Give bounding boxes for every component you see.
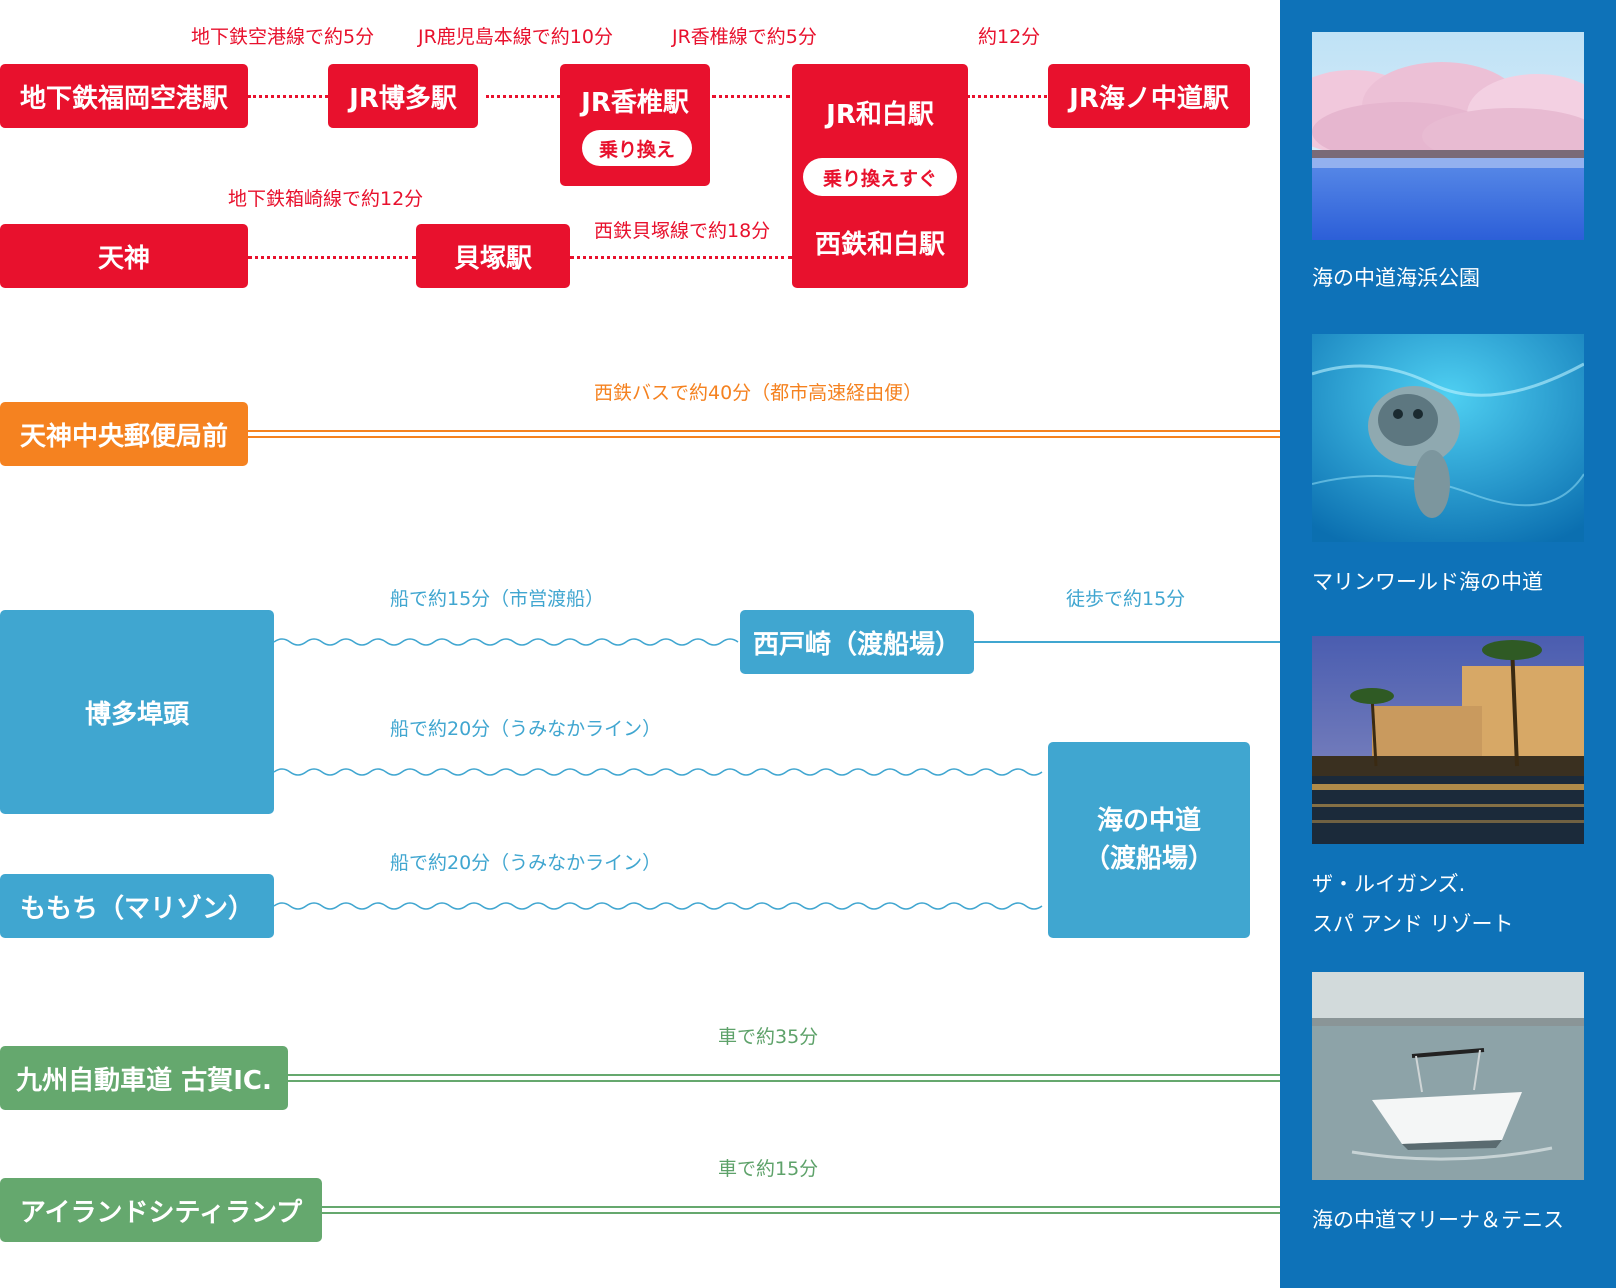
- route-label-walk: 徒歩で約15分: [1066, 588, 1186, 610]
- connector-dotted: [248, 256, 416, 259]
- route-label-airport-line: 地下鉄空港線で約5分: [191, 26, 375, 48]
- destination-sidebar: 海の中道海浜公園 マリンワールド海の中道: [1280, 0, 1616, 1288]
- photo-seaside-park: [1312, 32, 1584, 240]
- transfer-badge: 乗り換え: [582, 130, 692, 166]
- connector-dotted: [967, 95, 1047, 98]
- terminal-uminonakamichi-line1: 海の中道: [1096, 806, 1201, 836]
- route-label-kaizuka-line: 西鉄貝塚線で約18分: [594, 220, 771, 242]
- terminal-saitozaki: 西戸崎（渡船場）: [740, 610, 974, 674]
- station-jr-wajiro: JR和白駅: [826, 99, 934, 130]
- station-tenjin-post-office: 天神中央郵便局前: [0, 402, 248, 466]
- caption-marine-world: マリンワールド海の中道: [1312, 570, 1543, 594]
- connector-wave: [274, 902, 1043, 910]
- photo-marina: [1312, 972, 1584, 1180]
- route-label-kashii-line: JR香椎線で約5分: [672, 26, 817, 48]
- station-kashii-label: JR香椎駅: [581, 88, 689, 118]
- route-label-car-koga: 車で約35分: [718, 1026, 819, 1048]
- station-island-city: アイランドシティランプ: [0, 1178, 322, 1242]
- photo-marine-world: [1312, 334, 1584, 542]
- caption-seaside-park: 海の中道海浜公園: [1312, 266, 1480, 290]
- terminal-uminonakamichi: 海の中道 （渡船場）: [1048, 742, 1250, 938]
- terminal-momochi: ももち（マリゾン）: [0, 874, 274, 938]
- station-hakata: JR博多駅: [328, 64, 478, 128]
- station-nishitetsu-wajiro: 西鉄和白駅: [814, 229, 945, 260]
- transfer-badge: 乗り換えすぐ: [803, 158, 957, 196]
- route-label-umi-line: 船で約20分（うみなかライン）: [390, 718, 662, 740]
- connector-line: [974, 641, 1280, 643]
- connector-dotted: [712, 95, 790, 98]
- route-label-car-island: 車で約15分: [718, 1158, 819, 1180]
- connector-wave: [274, 768, 1043, 776]
- photo-luigans-resort: [1312, 636, 1584, 844]
- station-tenjin: 天神: [0, 224, 248, 288]
- caption-luigans-resort: ザ・ルイガンズ. スパ アンド リゾート: [1312, 872, 1514, 936]
- route-label-bus: 西鉄バスで約40分（都市高速経由便）: [594, 382, 923, 404]
- connector-dotted: [570, 256, 792, 259]
- connector-double-line: [248, 430, 1280, 438]
- station-fukuoka-airport: 地下鉄福岡空港駅: [0, 64, 248, 128]
- route-label-umi-line: 船で約20分（うみなかライン）: [390, 852, 662, 874]
- connector-wave: [274, 638, 739, 646]
- connector-dotted: [248, 95, 328, 98]
- caption-marina: 海の中道マリーナ＆テニス: [1312, 1208, 1564, 1232]
- route-label-hakozaki-line: 地下鉄箱崎線で約12分: [228, 188, 424, 210]
- terminal-hakata-pier: 博多埠頭: [0, 610, 274, 814]
- connector-dotted: [486, 95, 560, 98]
- station-koga-ic: 九州自動車道 古賀IC.: [0, 1046, 288, 1110]
- station-uminonakamichi: JR海ノ中道駅: [1048, 64, 1250, 128]
- terminal-uminonakamichi-line2: （渡船場）: [1083, 844, 1214, 874]
- route-label-to-uminonakamichi: 約12分: [978, 26, 1041, 48]
- connector-double-line: [322, 1206, 1280, 1214]
- route-label-kagoshima-line: JR鹿児島本線で約10分: [418, 26, 613, 48]
- connector-double-line: [288, 1074, 1280, 1082]
- station-kashii: JR香椎駅: [560, 64, 710, 186]
- station-kaizuka: 貝塚駅: [416, 224, 570, 288]
- route-label-city-ferry: 船で約15分（市営渡船）: [390, 588, 605, 610]
